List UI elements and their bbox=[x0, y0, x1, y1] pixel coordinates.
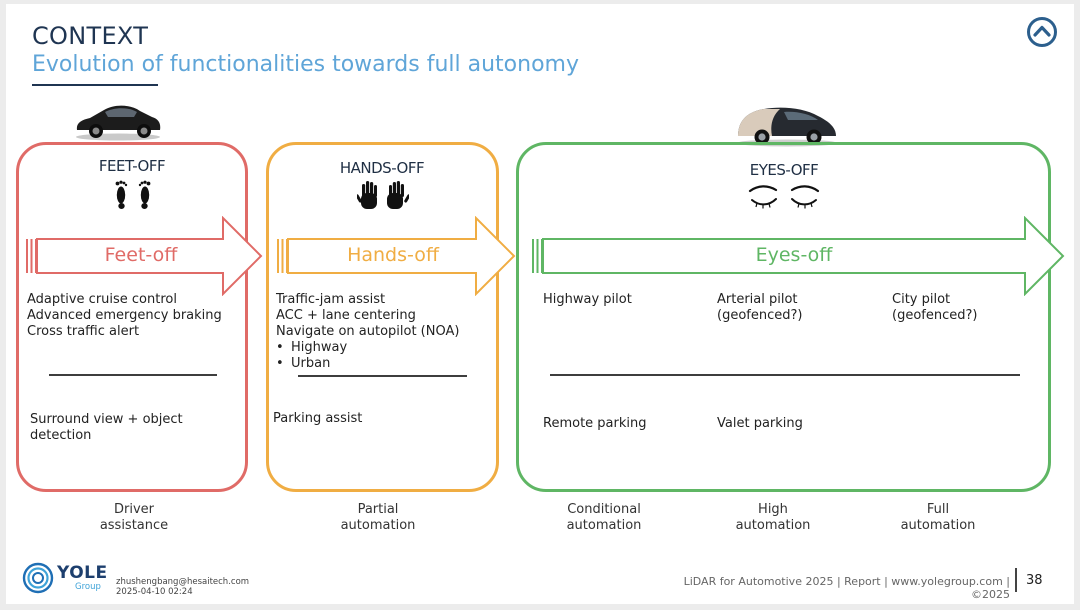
list-item: (geofenced?) bbox=[717, 308, 803, 323]
bare-feet-icon bbox=[112, 178, 154, 210]
slide: CONTEXT Evolution of functionalities tow… bbox=[6, 4, 1074, 604]
eyes-off-feature-col-2: Arterial pilot (geofenced?) bbox=[717, 292, 802, 324]
eyes-off-heading: EYES-OFF bbox=[749, 161, 819, 179]
hands-off-arrow bbox=[277, 216, 516, 296]
page-subtitle: Evolution of functionalities towards ful… bbox=[32, 52, 579, 77]
list-item: detection bbox=[30, 428, 92, 443]
hands-off-parking-features: Parking assist bbox=[273, 411, 362, 427]
footer-meta: zhushengbang@hesaitech.com 2025-04-10 02… bbox=[116, 577, 249, 597]
eyes-off-parking-col-1: Remote parking bbox=[543, 416, 647, 432]
title-underline bbox=[32, 84, 158, 86]
hands-off-heading: HANDS-OFF bbox=[339, 159, 425, 177]
list-item: Adaptive cruise control bbox=[27, 292, 177, 307]
list-item: Surround view + object bbox=[30, 412, 183, 427]
feet-off-features: Adaptive cruise control Advanced emergen… bbox=[27, 292, 222, 340]
feet-off-divider bbox=[49, 374, 217, 376]
list-item: City pilot bbox=[892, 292, 951, 307]
feet-off-arrow bbox=[26, 216, 263, 296]
list-item: Parking assist bbox=[273, 411, 363, 426]
list-item: Remote parking bbox=[543, 416, 647, 431]
logo-wordmark: YOLE bbox=[57, 563, 108, 583]
list-item: Urban bbox=[276, 356, 459, 372]
chevron-up-circle-icon[interactable] bbox=[1026, 16, 1058, 48]
footer-email: zhushengbang@hesaitech.com bbox=[116, 577, 250, 587]
footer-separator bbox=[1015, 568, 1017, 592]
page-title: CONTEXT bbox=[32, 22, 149, 50]
list-item: Cross traffic alert bbox=[27, 324, 140, 339]
footer-timestamp: 2025-04-10 02:24 bbox=[116, 587, 193, 597]
feet-off-heading: FEET-OFF bbox=[98, 157, 166, 175]
list-item: ACC + lane centering bbox=[276, 308, 416, 323]
raised-hands-icon bbox=[357, 179, 409, 211]
footer-report-info: LiDAR for Automotive 2025 | Report | www… bbox=[683, 575, 1010, 601]
logo-subtext: Group bbox=[75, 582, 101, 592]
sports-car-icon bbox=[74, 100, 162, 142]
list-item: Navigate on autopilot (NOA) bbox=[276, 324, 460, 339]
eyes-off-feature-col-3: City pilot (geofenced?) bbox=[892, 292, 977, 324]
hands-off-arrow-label: Hands-off bbox=[347, 244, 439, 266]
eyes-off-feature-col-1: Highway pilot bbox=[543, 292, 632, 308]
hands-off-features: Traffic-jam assist ACC + lane centering … bbox=[276, 292, 459, 372]
list-item: Traffic-jam assist bbox=[276, 292, 386, 307]
list-item: Highway bbox=[276, 340, 459, 356]
page-number: 38 bbox=[1026, 573, 1043, 588]
feet-off-arrow-label: Feet-off bbox=[104, 244, 178, 266]
list-item: Highway pilot bbox=[543, 292, 632, 307]
eyes-off-parking-col-2: Valet parking bbox=[717, 416, 803, 432]
list-item: Advanced emergency braking bbox=[27, 308, 222, 323]
list-item: Arterial pilot bbox=[717, 292, 798, 307]
feet-off-box bbox=[16, 142, 248, 492]
hands-off-box bbox=[266, 142, 499, 492]
eyes-off-box bbox=[516, 142, 1051, 492]
eyes-off-divider bbox=[550, 374, 1020, 376]
hands-off-divider bbox=[298, 375, 467, 377]
feet-off-parking-features: Surround view + object detection bbox=[30, 412, 183, 444]
closed-eyes-icon bbox=[748, 184, 820, 210]
eyes-off-arrow-label: Eyes-off bbox=[755, 244, 833, 266]
yole-logo-icon bbox=[22, 562, 54, 594]
list-item: (geofenced?) bbox=[892, 308, 978, 323]
list-item: Valet parking bbox=[717, 416, 803, 431]
eyes-off-arrow bbox=[532, 216, 1065, 296]
